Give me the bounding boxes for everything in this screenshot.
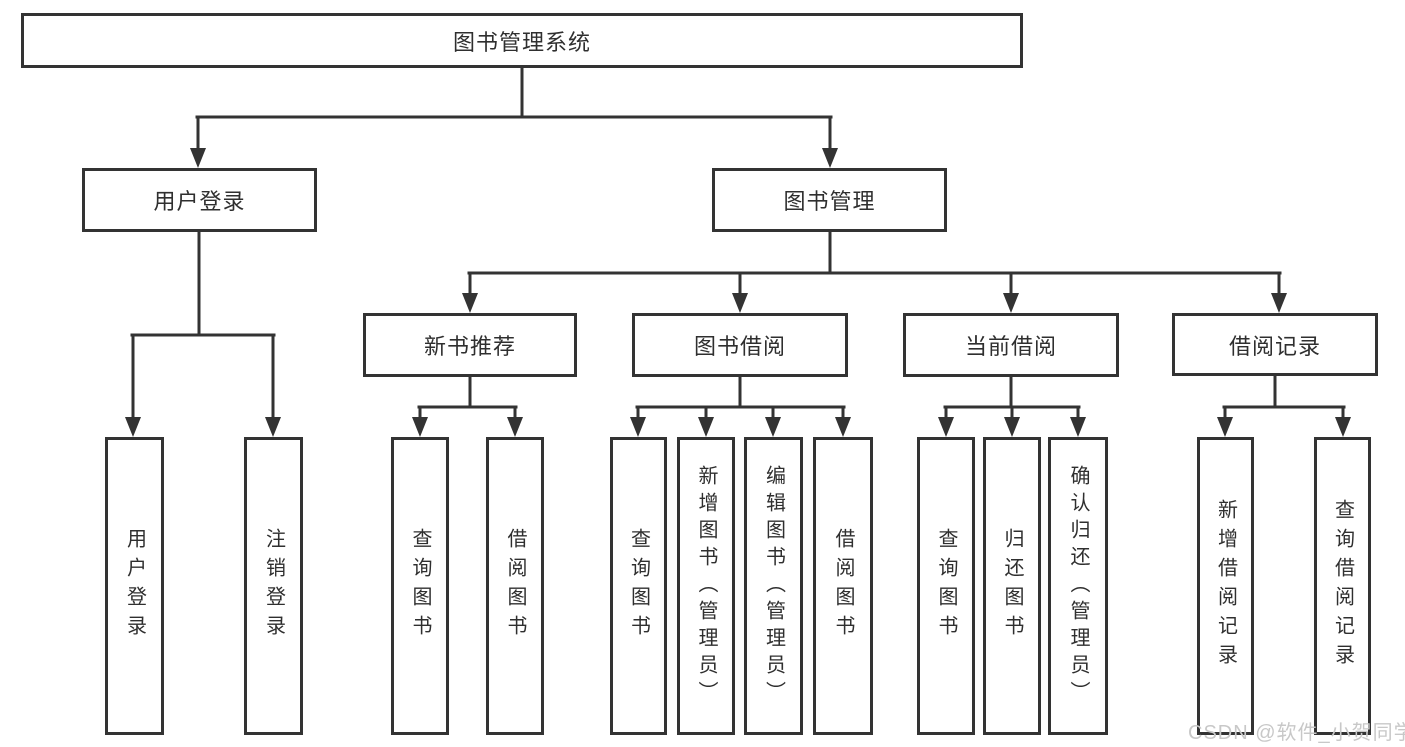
node-new-book-recommendation: 新书推荐 bbox=[363, 313, 577, 377]
leaf-records-add-borrow-record: 新增借阅记录 bbox=[1197, 437, 1254, 735]
leaf-current-return-books-label: 归还图书 bbox=[1001, 528, 1023, 644]
node-borrowing-records: 借阅记录 bbox=[1172, 313, 1378, 376]
leaf-current-query-books: 查询图书 bbox=[917, 437, 975, 735]
leaf-borrowing-add-books-admin-label: 新增图书（管理员） bbox=[695, 464, 717, 708]
node-user-login: 用户登录 bbox=[82, 168, 317, 232]
node-current-borrowing: 当前借阅 bbox=[903, 313, 1119, 377]
csdn-watermark: CSDN @软件_小贺同学 bbox=[1188, 722, 1405, 744]
leaf-borrowing-add-books-admin: 新增图书（管理员） bbox=[677, 437, 735, 735]
node-book-management-label: 图书管理 bbox=[783, 189, 876, 214]
leaf-current-query-books-label: 查询图书 bbox=[935, 528, 957, 644]
leaf-borrowing-query-books: 查询图书 bbox=[610, 437, 667, 735]
leaf-borrowing-query-books-label: 查询图书 bbox=[627, 528, 650, 644]
leaf-borrowing-borrow-books-label: 借阅图书 bbox=[832, 528, 854, 644]
node-current-borrowing-label: 当前借阅 bbox=[964, 334, 1057, 359]
leaf-user-login-label: 用户登录 bbox=[123, 528, 146, 644]
leaf-newrec-borrow-books: 借阅图书 bbox=[486, 437, 544, 735]
leaf-newrec-query-books-label: 查询图书 bbox=[409, 528, 431, 644]
leaf-borrowing-edit-books-admin-label: 编辑图书（管理员） bbox=[762, 464, 785, 708]
leaf-newrec-query-books: 查询图书 bbox=[391, 437, 449, 735]
arrowheads bbox=[125, 148, 1351, 437]
node-borrowing-records-label: 借阅记录 bbox=[1228, 333, 1321, 359]
leaf-records-query-borrow-record: 查询借阅记录 bbox=[1314, 437, 1371, 735]
leaf-newrec-borrow-books-label: 借阅图书 bbox=[504, 528, 526, 644]
node-book-management: 图书管理 bbox=[712, 168, 947, 232]
leaf-records-query-borrow-record-label: 查询借阅记录 bbox=[1331, 499, 1354, 673]
leaf-current-confirm-return-admin: 确认归还（管理员） bbox=[1048, 437, 1108, 735]
leaf-logout-login: 注销登录 bbox=[244, 437, 303, 735]
node-root-label: 图书管理系统 bbox=[452, 29, 591, 55]
leaf-borrowing-borrow-books: 借阅图书 bbox=[813, 437, 873, 735]
leaf-current-confirm-return-admin-label: 确认归还（管理员） bbox=[1067, 464, 1089, 708]
node-book-borrowing: 图书借阅 bbox=[632, 313, 848, 377]
leaf-records-add-borrow-record-label: 新增借阅记录 bbox=[1214, 499, 1237, 673]
node-user-login-label: 用户登录 bbox=[153, 189, 246, 214]
node-new-book-recommendation-label: 新书推荐 bbox=[423, 334, 516, 359]
leaf-user-login: 用户登录 bbox=[105, 437, 164, 735]
node-book-borrowing-label: 图书借阅 bbox=[693, 334, 786, 359]
leaf-logout-login-label: 注销登录 bbox=[262, 528, 285, 644]
leaf-current-return-books: 归还图书 bbox=[983, 437, 1041, 735]
leaf-borrowing-edit-books-admin: 编辑图书（管理员） bbox=[744, 437, 803, 735]
node-root-library-system: 图书管理系统 bbox=[21, 13, 1023, 68]
